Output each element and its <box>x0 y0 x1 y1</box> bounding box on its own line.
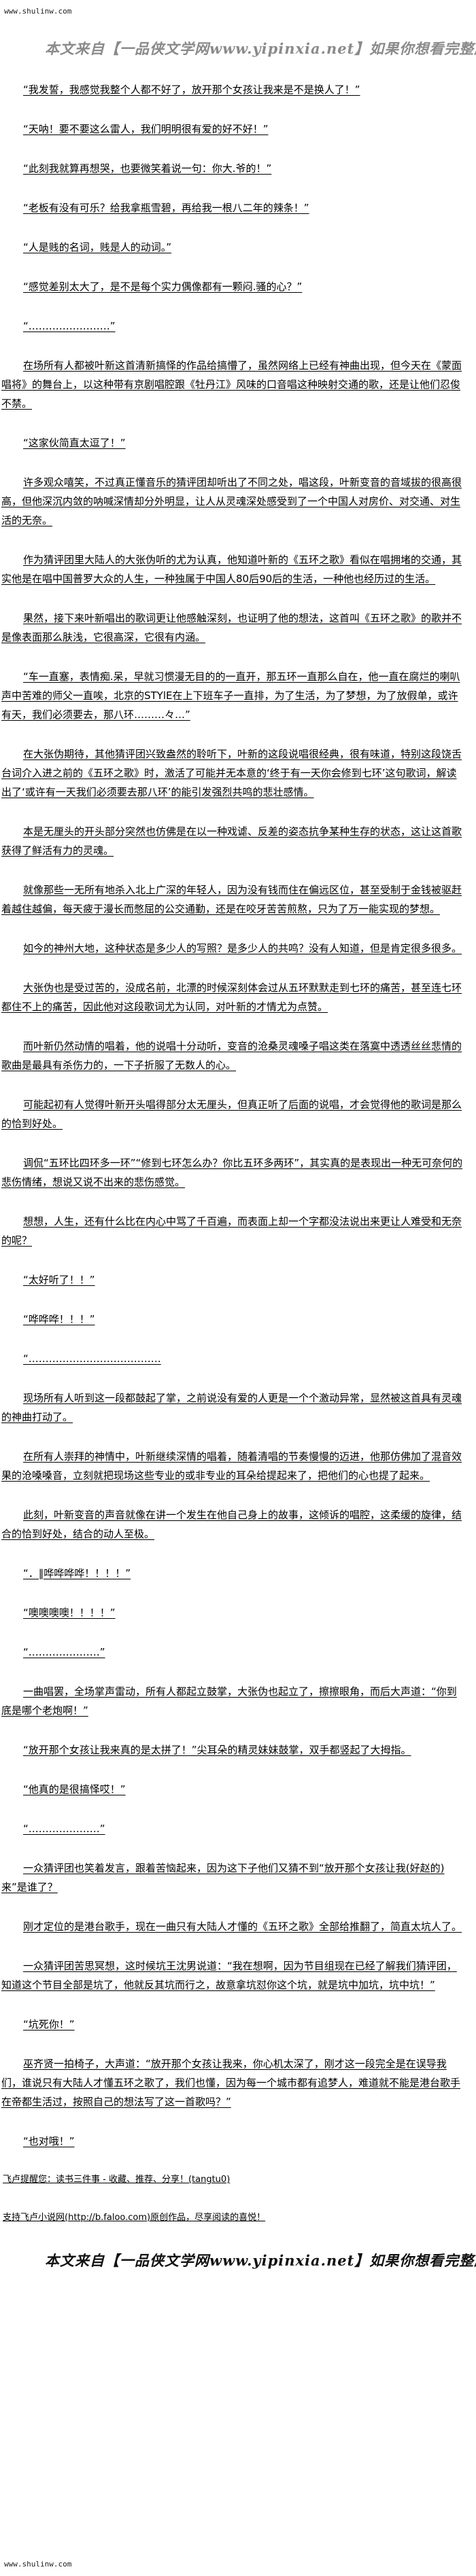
story-paragraph: “人是贱的名词，贱是人的动词。” <box>23 241 172 253</box>
story-paragraph: 大张伪也是受过苦的，没成名前，北漂的时候深刻体会过从五环默默走到七环的痛苦，甚至… <box>1 982 462 1013</box>
story-paragraph: “这家伙简直太逗了！” <box>23 437 126 449</box>
support-prefix: 支持飞卢小说网( <box>3 2213 69 2223</box>
story-paragraph: “也对哦！” <box>23 2135 75 2147</box>
story-paragraph: “放开那个女孩让我来真的是太拼了！”尖耳朵的精灵妹妹鼓掌，双手都竖起了大拇指。 <box>23 1744 411 1756</box>
story-paragraph: 作为猜评团里大陆人的大张伪听的尤为认真，他知道叶新的《五环之歌》看似在唱拥堵的交… <box>1 554 462 585</box>
story-paragraph: 巫齐贤一拍椅子，大声道：“放开那个女孩让我来，你心机太深了，刚才这一段完全是在误… <box>1 2058 461 2108</box>
story-paragraph: “哗哗哗！！！” <box>23 1313 95 1325</box>
story-paragraph: “天呐！要不要这么雷人，我们明明很有爱的好不好！” <box>23 123 269 135</box>
story-paragraph: 许多观众嘻笑，不过真正懂音乐的猜评团却听出了不同之处，唱这段，叶新变音的音域拔的… <box>1 476 462 526</box>
story-paragraph: 一曲唱罢，全场掌声雷动，所有人都起立鼓掌，大张伪也起立了，擦擦眼角，而后大声道：… <box>1 1685 457 1717</box>
story-paragraph: 在大张伪期待，其他猜评团兴致盎然的聆听下，叶新的这段说唱很经典，很有味道，特别这… <box>1 748 462 798</box>
source-banner-bottom: 本文来自【一品侠文学网www.yipinxia.net】如果你想看完整版小说，请 <box>45 2252 476 2269</box>
faloo-link[interactable]: http://b.faloo.com <box>68 2213 148 2223</box>
story-paragraph: “…………………” <box>23 1823 105 1835</box>
story-paragraph: 在场所有人都被叶新这首清新搞怿的作品给搞懵了，虽然网络上已经有神曲出现，但今天在… <box>1 359 462 410</box>
story-paragraph: “坑死你！” <box>23 2018 75 2031</box>
story-paragraph: 想想，人生，还有什么比在内心中骂了千百遍，而表面上却一个字都没法说出来更让人难受… <box>1 1215 462 1247</box>
story-paragraph: 如今的神州大地，这种状态是多少人的写照？是多少人的共鸣？没有人知道，但是肯定很多… <box>23 942 462 954</box>
story-paragraph: “………………………………… <box>23 1353 161 1365</box>
story-paragraph: “车一直塞，表情痴.呆，早就习惯漫无目的的一直开，那五环一直那么自在，他一直在腐… <box>1 670 460 721</box>
site-url-bottom: www.shulinw.com <box>4 2560 72 2569</box>
story-paragraph: “此刻我就算再想哭，也要微笑着说一句：你大.爷的！” <box>23 162 272 175</box>
support-suffix: )原创作品，尽享阅读的喜悦！ <box>147 2213 266 2223</box>
story-paragraph: “我发誓，我感觉我整个人都不好了，放开那个女孩让我来是不是换人了！” <box>23 84 360 96</box>
story-paragraph: 现场所有人听到这一段都鼓起了掌，之前说没有爱的人更是一个个激动异常，显然被这首具… <box>1 1392 462 1423</box>
story-paragraph: 本是无厘头的开头部分突然也仿佛是在以一种戏谑、反差的姿态抗争某种生存的状态，这让… <box>1 825 462 857</box>
story-paragraph: “老板有没有可乐？给我拿瓶雪碧，再给我一根八二年的辣条！” <box>23 202 309 214</box>
source-banner-top: 本文来自【一品侠文学网www.yipinxia.net】如果你想看完整版小说，请 <box>45 40 476 57</box>
support-faloo-line: 支持飞卢小说网(http://b.faloo.com)原创作品，尽享阅读的喜悦！ <box>3 2209 466 2227</box>
story-paragraph: 调侃“五环比四环多一环”“修到七环怎么办？你比五环多两环”，其实真的是表现出一种… <box>1 1157 463 1188</box>
site-url-top: www.shulinw.com <box>4 7 72 16</box>
story-paragraph: “噢噢噢噢！！！！” <box>23 1607 116 1619</box>
story-paragraph: 在所有人崇拜的神情中，叶新继续深情的唱着，随着清唱的节奏慢慢的迈进，他那仿佛加了… <box>1 1450 462 1482</box>
story-paragraph: 果然，接下来叶新唱出的歌词更让他感触深刻，也证明了他的想法，这首叫《五环之歌》的… <box>1 612 462 643</box>
story-paragraph: “他真的是很搞怿哎！” <box>23 1783 126 1795</box>
story-paragraph: “．‖哗哗哗哗！！！！” <box>23 1567 131 1579</box>
story-paragraph: 一众猜评团苦思冥想，这时候坑王沈男说道：“我在想啊，因为节目组现在已经了解我们猜… <box>1 1960 457 1991</box>
story-paragraph: “感觉差别太大了，是不是每个实力偶像都有一颗闷.骚的心？” <box>23 281 303 293</box>
story-paragraph: “……………………” <box>23 320 116 332</box>
reading-reminder: 飞卢提醒您：读书三件事 - 收藏、推荐、分享！(tangtu0) <box>3 2175 231 2185</box>
story-paragraph: 就像那些一无所有地杀入北上广深的年轻人，因为没有钱而住在偏远区位，甚至受制于金钱… <box>1 884 462 915</box>
chapter-content: “我发誓，我感觉我整个人都不好了，放开那个女孩让我来是不是换人了！” “天呐！要不… <box>0 80 472 2151</box>
story-paragraph: “…………………” <box>23 1646 105 1658</box>
story-paragraph: “太好听了！！” <box>23 1274 95 1286</box>
story-paragraph: 可能起初有人觉得叶新开头唱得部分太无厘头，但真正听了后面的说唱，才会觉得他的歌词… <box>1 1098 462 1130</box>
chapter-footer: 飞卢提醒您：读书三件事 - 收藏、推荐、分享！(tangtu0) 支持飞卢小说网… <box>0 2171 472 2227</box>
story-paragraph: 而叶新仍然动情的唱着，他的说唱十分动听，变音的沧桑灵魂嗓子唱这类在落寞中透透丝丝… <box>1 1040 462 1071</box>
story-paragraph: 刚才定位的是港台歌手，现在一曲只有大陆人才懂的《五环之歌》全部给推翻了，简直太坑… <box>23 1920 462 1933</box>
story-paragraph: 一众猜评团也笑着发言，跟着苦恼起来，因为这下子他们又猜不到“放开那个女孩让我(好… <box>1 1862 445 1893</box>
story-paragraph: 此刻，叶新变音的声音就像在讲一个发生在他自己身上的故事，这倾诉的唱腔，这柔缓的旋… <box>1 1509 462 1540</box>
